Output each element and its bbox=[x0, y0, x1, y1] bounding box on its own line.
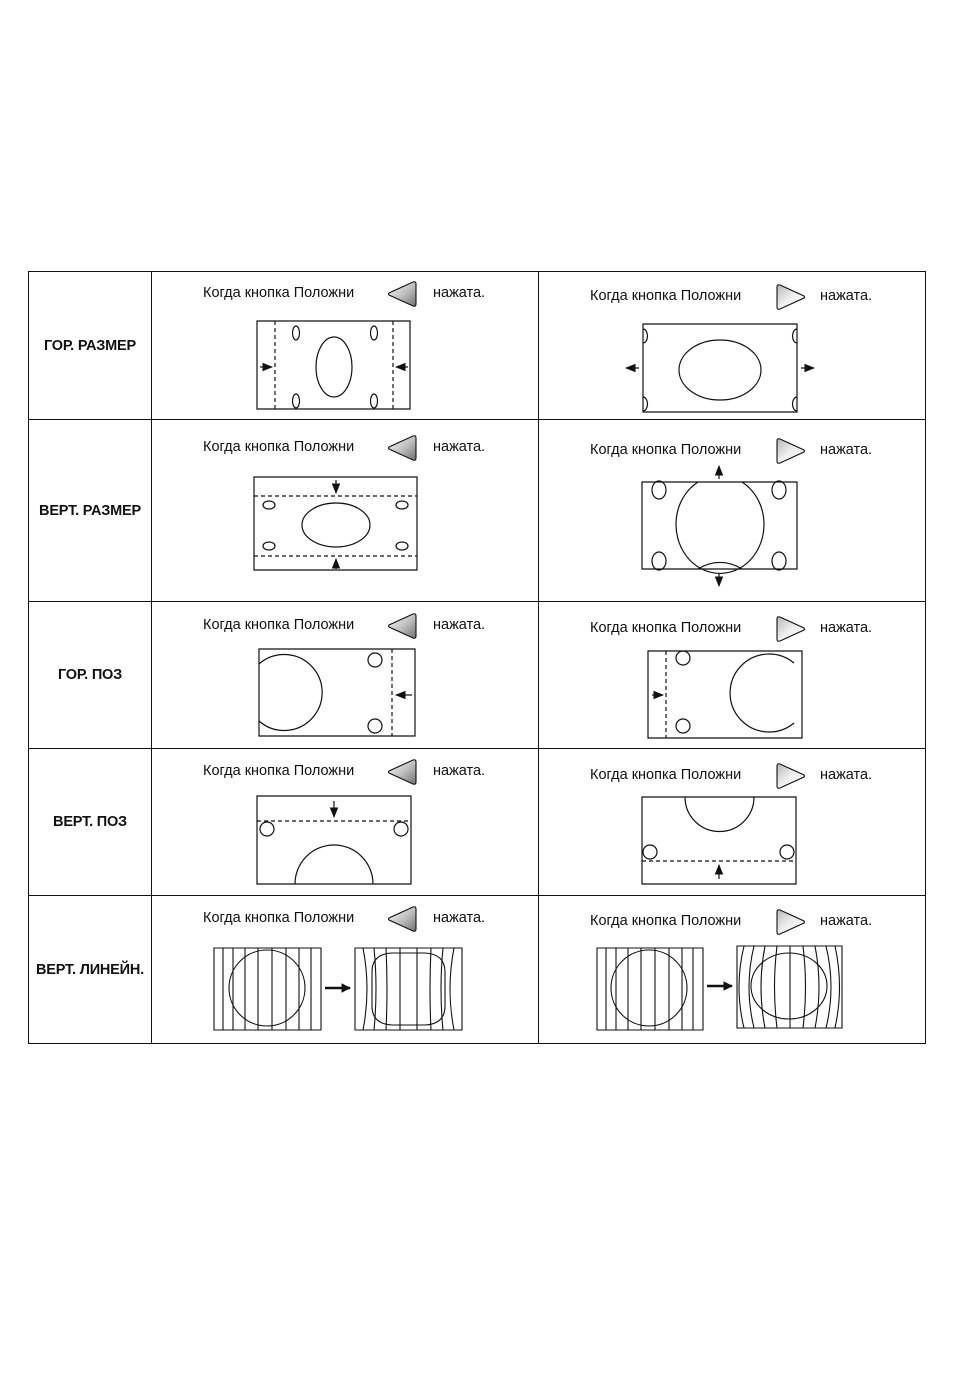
caption-suffix: нажата. bbox=[433, 910, 486, 926]
caption-suffix: нажата. bbox=[433, 439, 486, 455]
setting-label: ВЕРТ. РАЗМЕР bbox=[39, 502, 141, 519]
caption-prefix: Когда кнопка Положни bbox=[590, 620, 742, 636]
caption-suffix: нажата. bbox=[820, 288, 873, 304]
triangle-right-button-icon bbox=[776, 438, 806, 464]
press-caption: Когда кнопка Положни нажата. bbox=[152, 906, 538, 932]
caption-prefix: Когда кнопка Положни bbox=[203, 763, 355, 779]
left-press-cell: Когда кнопка Положни нажата. bbox=[151, 748, 539, 896]
press-caption: Когда кнопка Положни нажата. bbox=[539, 284, 925, 310]
right-press-cell: Когда кнопка Положни нажата. bbox=[538, 748, 926, 896]
setting-label: ВЕРТ. ЛИНЕЙН. bbox=[36, 961, 144, 978]
caption-prefix: Когда кнопка Положни bbox=[203, 285, 355, 301]
left-press-cell: Когда кнопка Положни нажата. bbox=[151, 895, 539, 1044]
row-vertical-position: ВЕРТ. ПОЗ Когда кнопка Положни нажата. bbox=[28, 748, 926, 896]
row-horizontal-size: ГОР. РАЗМЕР Когда кнопка Положни нажата. bbox=[28, 271, 926, 420]
press-caption: Когда кнопка Положни нажата. bbox=[539, 616, 925, 642]
left-press-cell: Когда кнопка Положни нажата. bbox=[151, 601, 539, 749]
caption-suffix: нажата. bbox=[820, 767, 873, 783]
vertical-position-down-diagram bbox=[257, 796, 412, 885]
label-cell: ГОР. РАЗМЕР bbox=[28, 271, 152, 420]
label-cell: ГОР. ПОЗ bbox=[28, 601, 152, 749]
press-caption: Когда кнопка Положни нажата. bbox=[152, 613, 538, 639]
label-cell: ВЕРТ. РАЗМЕР bbox=[28, 419, 152, 602]
triangle-right-button-icon bbox=[776, 909, 806, 935]
triangle-right-button-icon bbox=[776, 763, 806, 789]
caption-suffix: нажата. bbox=[433, 617, 486, 633]
row-horizontal-position: ГОР. ПОЗ Когда кнопка Положни нажата. bbox=[28, 601, 926, 749]
triangle-right-button-icon bbox=[776, 616, 806, 642]
press-caption: Когда кнопка Положни нажата. bbox=[539, 763, 925, 789]
right-press-cell: Когда кнопка Положни нажата. bbox=[538, 271, 926, 420]
label-cell: ВЕРТ. ЛИНЕЙН. bbox=[28, 895, 152, 1044]
left-press-cell: Когда кнопка Положни нажата. bbox=[151, 271, 539, 420]
vertical-size-increase-diagram bbox=[642, 464, 798, 588]
setting-label: ВЕРТ. ПОЗ bbox=[53, 814, 127, 830]
vertical-linearity-left-diagram bbox=[214, 948, 463, 1032]
picture-adjustment-table: ГОР. РАЗМЕР Когда кнопка Положни нажата. bbox=[28, 271, 926, 1044]
right-press-cell: Когда кнопка Положни нажата. bbox=[538, 895, 926, 1044]
horizontal-position-left-diagram bbox=[259, 649, 416, 737]
caption-suffix: нажата. bbox=[820, 620, 873, 636]
triangle-left-button-icon bbox=[387, 613, 417, 639]
vertical-size-decrease-diagram bbox=[254, 477, 418, 571]
caption-prefix: Когда кнопка Положни bbox=[203, 617, 355, 633]
caption-suffix: нажата. bbox=[820, 442, 873, 458]
horizontal-size-decrease-diagram bbox=[257, 321, 411, 410]
caption-prefix: Когда кнопка Положни bbox=[590, 767, 742, 783]
caption-prefix: Когда кнопка Положни bbox=[590, 913, 742, 929]
press-caption: Когда кнопка Положни нажата. bbox=[152, 281, 538, 307]
triangle-right-button-icon bbox=[776, 284, 806, 310]
caption-prefix: Когда кнопка Положни bbox=[203, 439, 355, 455]
press-caption: Когда кнопка Положни нажата. bbox=[152, 435, 538, 461]
horizontal-size-increase-diagram bbox=[624, 324, 816, 413]
press-caption: Когда кнопка Положни нажата. bbox=[539, 438, 925, 464]
row-vertical-size: ВЕРТ. РАЗМЕР Когда кнопка Положни нажата… bbox=[28, 419, 926, 602]
triangle-left-button-icon bbox=[387, 281, 417, 307]
triangle-left-button-icon bbox=[387, 759, 417, 785]
press-caption: Когда кнопка Положни нажата. bbox=[539, 909, 925, 935]
caption-prefix: Когда кнопка Положни bbox=[203, 910, 355, 926]
label-cell: ВЕРТ. ПОЗ bbox=[28, 748, 152, 896]
caption-prefix: Когда кнопка Положни bbox=[590, 442, 742, 458]
horizontal-position-right-diagram bbox=[648, 651, 803, 739]
caption-suffix: нажата. bbox=[433, 763, 486, 779]
triangle-left-button-icon bbox=[387, 906, 417, 932]
row-vertical-linearity: ВЕРТ. ЛИНЕЙН. Когда кнопка Положни нажат… bbox=[28, 895, 926, 1044]
left-press-cell: Когда кнопка Положни нажата. bbox=[151, 419, 539, 602]
setting-label: ГОР. РАЗМЕР bbox=[43, 337, 137, 354]
press-caption: Когда кнопка Положни нажата. bbox=[152, 759, 538, 785]
right-press-cell: Когда кнопка Положни нажата. bbox=[538, 419, 926, 602]
vertical-linearity-right-diagram bbox=[597, 946, 843, 1031]
vertical-position-up-diagram bbox=[642, 797, 797, 885]
setting-label: ГОР. ПОЗ bbox=[57, 667, 123, 683]
triangle-left-button-icon bbox=[387, 435, 417, 461]
caption-prefix: Когда кнопка Положни bbox=[590, 288, 742, 304]
caption-suffix: нажата. bbox=[820, 913, 873, 929]
caption-suffix: нажата. bbox=[433, 285, 486, 301]
right-press-cell: Когда кнопка Положни нажата. bbox=[538, 601, 926, 749]
